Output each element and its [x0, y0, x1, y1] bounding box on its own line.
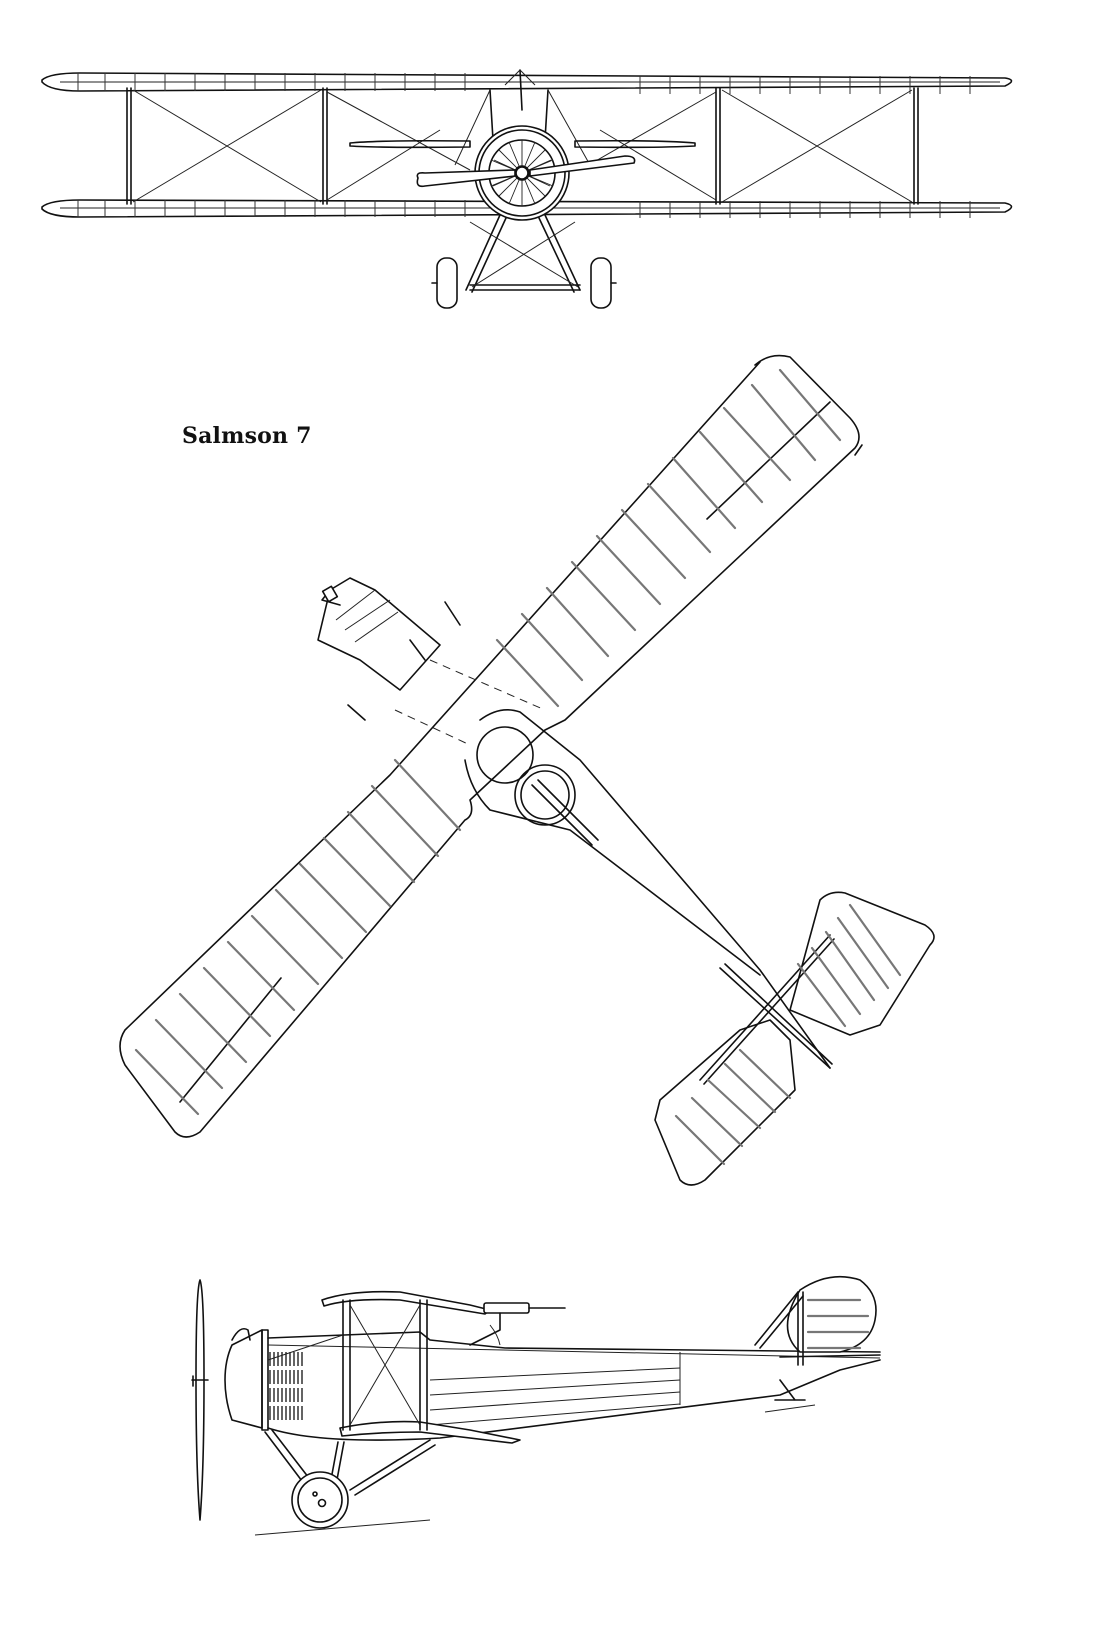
tail-side: [754, 1275, 881, 1401]
upper-wing-side: [321, 1290, 491, 1315]
landing-gear-front: [431, 214, 617, 309]
propeller-side: [191, 1279, 209, 1521]
engine-plan: [317, 577, 461, 721]
machine-gun-side: [469, 1302, 566, 1346]
upper-wing: [41, 72, 1013, 92]
landing-gear-side: [254, 1404, 816, 1536]
propeller: [416, 155, 636, 188]
side-view-drawing: [191, 1275, 881, 1536]
interplane-struts: [126, 87, 919, 205]
drawing-title: Salmson 7: [182, 423, 312, 449]
fuselage-plan: [394, 659, 831, 1069]
engine-side: [224, 1327, 303, 1431]
wing-ribs-front: [77, 73, 971, 218]
lower-wing-side: [339, 1420, 521, 1444]
main-wing-plan: [119, 354, 863, 1138]
plan-view-drawing: [119, 354, 935, 1186]
struts-side: [267, 1299, 428, 1431]
tailplane-front: [349, 139, 696, 149]
cabane-struts: [454, 69, 591, 166]
tail-plan: [654, 891, 935, 1186]
fuselage-side: [267, 1331, 881, 1441]
front-view-drawing: [41, 69, 1013, 309]
